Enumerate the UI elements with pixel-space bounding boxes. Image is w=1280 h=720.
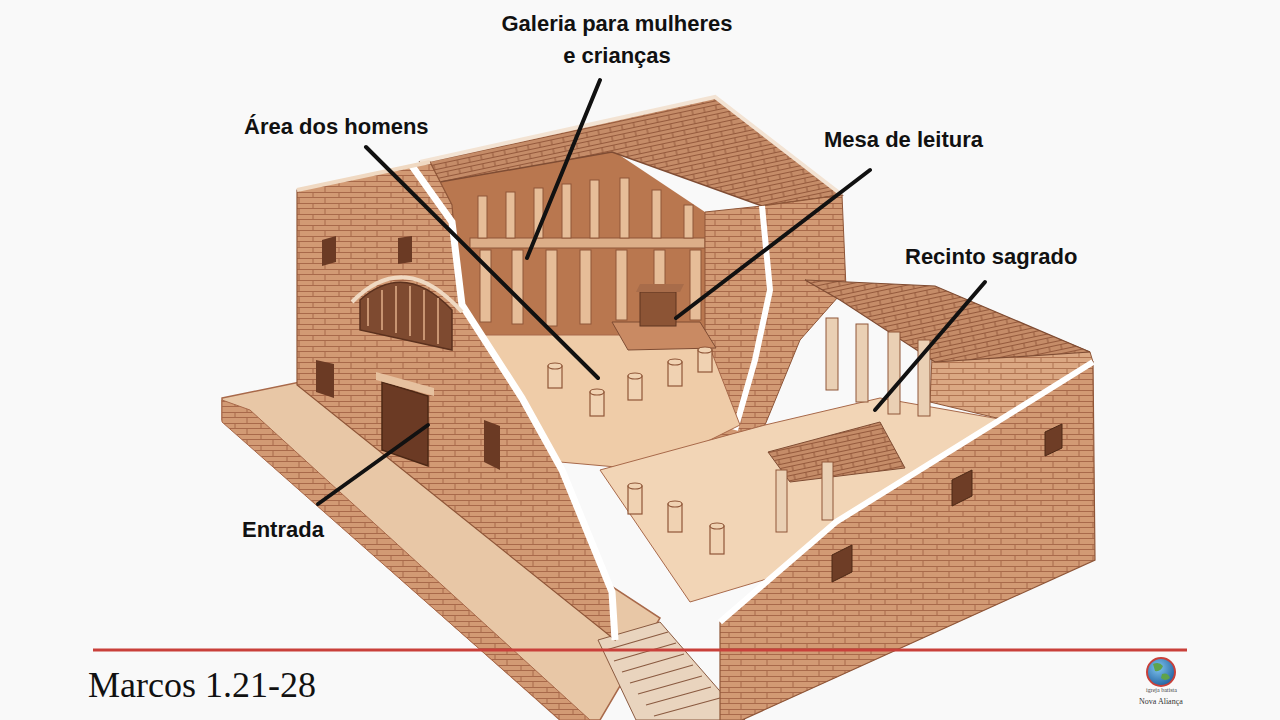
leader-lines: [366, 147, 598, 378]
front-facade: [368, 286, 438, 344]
courtyard: [776, 470, 787, 532]
column-stubs: [668, 359, 682, 365]
roof: [420, 97, 842, 206]
courtyard: [668, 501, 682, 507]
interior-back-wall: [652, 190, 661, 238]
right-outer-wall: [720, 362, 1095, 720]
courtyard: [822, 462, 833, 520]
leader-lines: [527, 80, 600, 258]
stairs: [606, 632, 720, 716]
main-hall-right-wall: [735, 206, 770, 430]
interior-back-wall: [440, 150, 705, 335]
courtyard: [805, 280, 1090, 362]
logo-text: Nova Aliança: [1139, 697, 1183, 707]
courtyard: [856, 324, 868, 402]
courtyard: [628, 483, 642, 489]
interior-back-wall: [684, 205, 693, 238]
part-label: Recinto sagrado: [905, 243, 1077, 272]
courtyard: [710, 523, 724, 529]
leader-lines: [676, 170, 870, 318]
front-facade: [316, 360, 334, 398]
front-facade: [412, 166, 615, 640]
column-stubs: [698, 347, 712, 353]
front-facade: [297, 162, 430, 190]
interior-back-wall: [616, 250, 627, 320]
mens-area-floor: [640, 292, 676, 326]
right-outer-wall: [832, 424, 1062, 582]
courtyard: [710, 526, 724, 554]
part-label: Entrada: [242, 516, 324, 545]
interior-back-wall: [690, 250, 701, 320]
right-outer-wall: [1045, 424, 1062, 456]
courtyard: [668, 504, 682, 532]
footer-rule: [93, 649, 1187, 652]
front-facade: [398, 236, 412, 264]
column-stubs: [548, 347, 712, 416]
interior-back-wall: [478, 196, 487, 238]
logo-text: igreja batista: [1146, 687, 1177, 695]
part-label: Galeria para mulheres e crianças: [496, 8, 738, 72]
leader-lines: [875, 282, 985, 410]
interior-back-wall: [580, 250, 591, 324]
courtyard: [776, 462, 833, 532]
interior-back-wall: [590, 180, 599, 238]
front-facade: [297, 162, 615, 640]
front-facade: [376, 372, 434, 396]
leader-lines: [318, 425, 428, 504]
roof: [420, 97, 842, 206]
logo-globe: [1147, 658, 1175, 686]
part-label: Mesa de leitura: [824, 126, 983, 155]
interior-back-wall: [512, 250, 523, 324]
leader-lines: [318, 80, 985, 504]
interior-back-wall: [546, 250, 557, 326]
column-stubs: [628, 373, 642, 379]
part-label: Área dos homens: [244, 113, 429, 142]
column-stubs: [590, 389, 604, 395]
logo-globe: [1147, 658, 1175, 686]
front-facade: [322, 236, 336, 266]
courtyard: [888, 332, 900, 414]
interior-back-wall: [478, 178, 701, 326]
front-facade: [352, 277, 462, 312]
column-stubs: [548, 363, 562, 369]
interior-back-wall: [562, 184, 571, 238]
interior-back-wall: [620, 178, 629, 238]
front-facade: [484, 420, 500, 470]
courtyard: [628, 483, 724, 554]
caption-text: Marcos 1.21-28: [88, 664, 316, 707]
front-facade: [297, 162, 615, 640]
courtyard: [826, 318, 838, 390]
courtyard: [628, 486, 642, 514]
right-outer-wall: [720, 362, 1093, 622]
roof: [420, 97, 842, 195]
right-outer-wall: [952, 470, 972, 506]
right-outer-wall: [720, 362, 1095, 720]
mens-area-floor: [636, 284, 684, 292]
courtyard: [768, 422, 905, 482]
interior-back-wall: [470, 238, 705, 248]
right-outer-wall: [832, 545, 852, 582]
footer-rule: [93, 650, 1187, 651]
logo-globe: [1153, 663, 1170, 680]
interior-back-wall: [440, 150, 705, 335]
interior-back-wall: [506, 192, 515, 238]
